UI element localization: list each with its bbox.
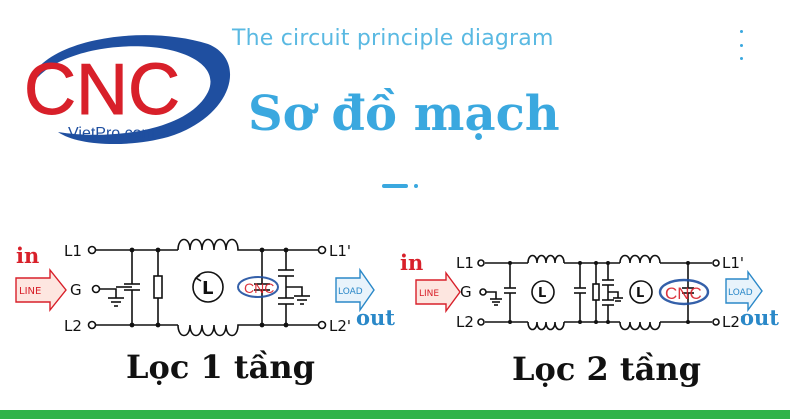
svg-text:LOAD: LOAD [728, 288, 753, 298]
output-label: out [356, 305, 395, 330]
cnc-vietpro-logo: CNC VietPro.com [18, 22, 240, 150]
svg-text:LINE: LINE [19, 286, 41, 297]
terminal-label-g: G [70, 281, 82, 299]
terminal-label-l2: L2 [456, 313, 474, 331]
terminal-label-l1-out: L1' [329, 242, 351, 260]
title-underline-decoration [382, 184, 418, 188]
line-arrow-icon: LINE [15, 268, 67, 312]
output-label: out [740, 305, 779, 330]
svg-text:LINE: LINE [419, 289, 439, 299]
load-arrow-icon: LOAD [725, 269, 763, 313]
logo-site-text: VietPro.com [68, 125, 155, 142]
svg-text:CNC: CNC [665, 284, 702, 303]
more-menu-icon[interactable] [730, 30, 752, 60]
cnc-watermark-logo: CNC [658, 278, 710, 306]
terminal-label-l1-out: L1' [722, 254, 744, 272]
input-label: in [16, 243, 39, 268]
load-arrow-icon: LOAD [335, 267, 375, 313]
terminal-label-l2-out: L2' [329, 317, 351, 335]
cnc-watermark-logo: CNC [237, 276, 279, 298]
terminal-label-l1: L1 [456, 254, 474, 272]
inductor-symbol: L [202, 278, 213, 299]
terminal-label-l2: L2 [64, 317, 82, 335]
bottom-green-bar [0, 410, 790, 419]
two-stage-caption: Lọc 2 tầng [512, 350, 702, 388]
circuit-diagrams: L1 G L2 L1' L2' L L1 G L2 L1' L2' L L in… [15, 238, 779, 337]
page-subtitle: The circuit principle diagram [232, 26, 554, 51]
svg-text:CNC: CNC [244, 280, 274, 296]
page-title: Sơ đồ mạch [248, 86, 560, 142]
svg-text:LOAD: LOAD [338, 287, 363, 297]
terminal-label-l2-out: L2' [722, 313, 744, 331]
input-label: in [400, 250, 423, 275]
inductor-symbol: L [636, 286, 644, 301]
single-stage-caption: Lọc 1 tầng [126, 348, 316, 386]
line-arrow-icon: LINE [415, 270, 461, 314]
inductor-symbol: L [538, 286, 546, 301]
terminal-label-g: G [460, 283, 472, 301]
terminal-label-l1: L1 [64, 242, 82, 260]
logo-brand-text: CNC [24, 50, 180, 130]
